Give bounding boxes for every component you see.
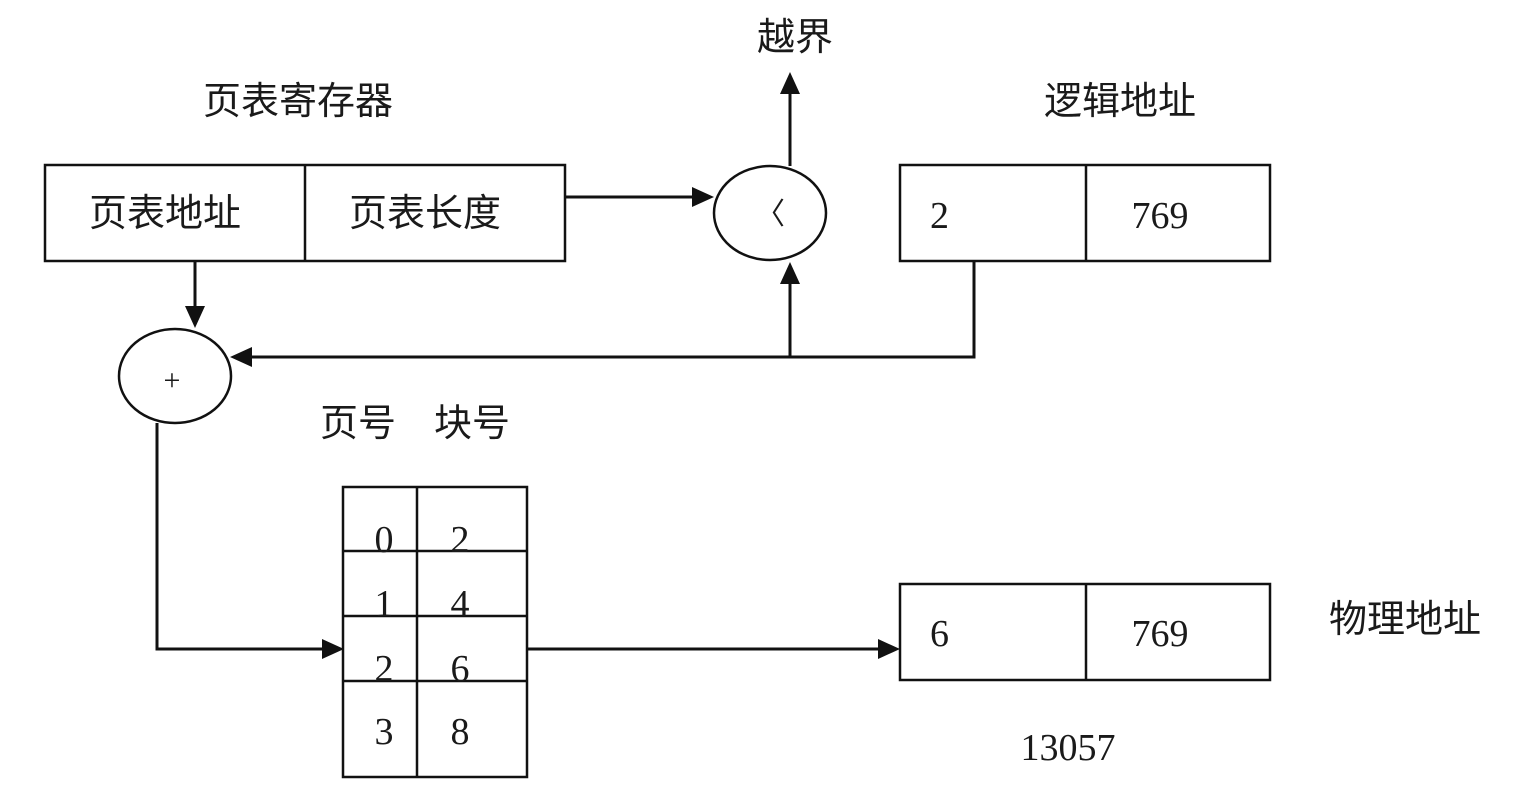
page-table-register-label: 页表寄存器 bbox=[203, 79, 393, 123]
adder: + bbox=[117, 327, 233, 425]
page-table-block-cell: 6 bbox=[451, 648, 470, 690]
page-table-page-cell: 2 bbox=[375, 648, 394, 690]
page-table: 0 2 1 4 2 6 3 8 bbox=[341, 485, 529, 779]
adder-to-page-table-line bbox=[155, 423, 324, 651]
comparator: 〈 bbox=[712, 164, 828, 262]
out-of-bounds-label: 越界 bbox=[757, 15, 833, 59]
adder-circle bbox=[117, 327, 233, 425]
arrowhead bbox=[692, 187, 714, 207]
physical-block-number: 6 bbox=[930, 613, 949, 655]
physical-address-value: 13057 bbox=[1021, 727, 1116, 769]
page-table-block-cell: 8 bbox=[451, 711, 470, 753]
logical-offset: 769 bbox=[1132, 195, 1189, 237]
page-table-page-cell: 1 bbox=[375, 583, 394, 625]
physical-address-box: 6 769 bbox=[898, 582, 1272, 682]
page-table-block-cell: 4 bbox=[451, 583, 470, 625]
logical-address-label: 逻辑地址 bbox=[1044, 79, 1196, 123]
page-number-header: 页号 bbox=[320, 401, 396, 445]
arrowhead bbox=[780, 262, 800, 284]
page-table-length-cell: 页表长度 bbox=[349, 191, 501, 235]
arrowhead bbox=[780, 72, 800, 94]
page-table-register: 页表地址 页表长度 bbox=[43, 163, 567, 263]
logical-page-number: 2 bbox=[930, 195, 949, 237]
arrowhead bbox=[322, 639, 344, 659]
block-number-header: 块号 bbox=[434, 401, 510, 445]
page-number-to-adder-line bbox=[250, 261, 976, 359]
page-table-page-cell: 3 bbox=[375, 711, 394, 753]
comparator-circle bbox=[712, 164, 828, 262]
logical-address-box: 2 769 bbox=[898, 163, 1272, 263]
page-table-page-cell: 0 bbox=[375, 519, 394, 561]
page-table-block-cell: 2 bbox=[451, 519, 470, 561]
physical-address-label: 物理地址 bbox=[1329, 597, 1481, 641]
physical-offset: 769 bbox=[1132, 613, 1189, 655]
arrowhead bbox=[878, 639, 900, 659]
arrowhead bbox=[185, 306, 205, 328]
page-table-rect bbox=[341, 485, 529, 779]
comparator-symbol: 〈 bbox=[755, 198, 785, 231]
arrowhead bbox=[230, 347, 252, 367]
page-table-address-cell: 页表地址 bbox=[89, 191, 241, 235]
adder-symbol: + bbox=[164, 364, 181, 397]
